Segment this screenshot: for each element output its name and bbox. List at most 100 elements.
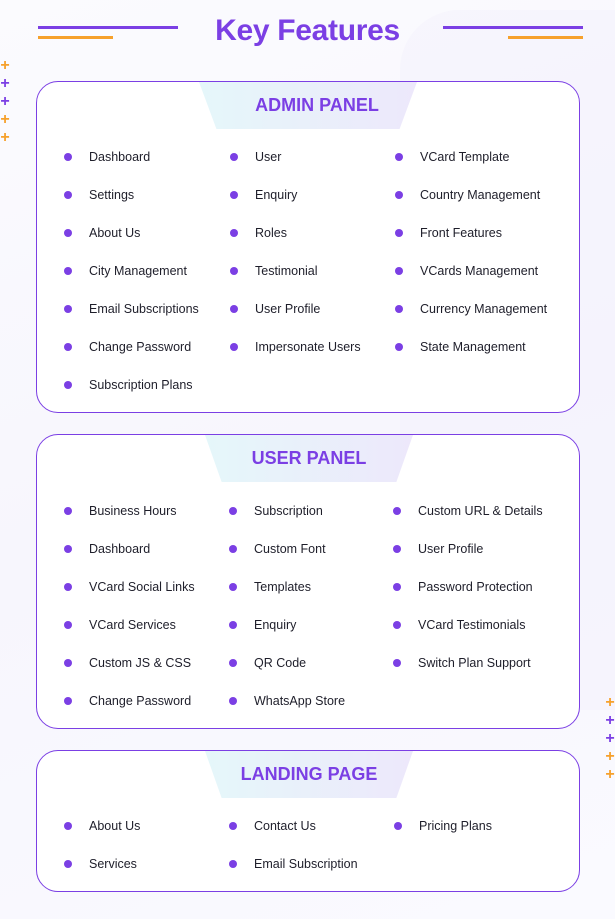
plus-icon: + (605, 766, 615, 783)
plus-icon: + (605, 730, 615, 747)
list-item: Country Management (395, 185, 540, 205)
list-item: Email Subscription (229, 854, 358, 874)
list-item: Dashboard (64, 147, 150, 167)
user-panel-card: USER PANEL Business Hours Dashboard VCar… (36, 434, 580, 729)
list-item: User Profile (393, 539, 483, 559)
bullet-icon (229, 697, 237, 705)
panel-tab-shape (205, 751, 413, 798)
list-item: QR Code (229, 653, 306, 673)
list-item: Front Features (395, 223, 502, 243)
bullet-icon (230, 229, 238, 237)
bullet-icon (394, 822, 402, 830)
bullet-icon (64, 507, 72, 515)
list-item: User Profile (230, 299, 320, 319)
plus-icon: + (605, 694, 615, 711)
bullet-icon (64, 305, 72, 313)
bullet-icon (64, 267, 72, 275)
bullet-icon (230, 153, 238, 161)
bullet-icon (64, 545, 72, 553)
list-item: Custom Font (229, 539, 326, 559)
list-item: Subscription (229, 501, 323, 521)
bullet-icon (64, 583, 72, 591)
bullet-icon (229, 621, 237, 629)
bullet-icon (64, 621, 72, 629)
list-item: Custom URL & Details (393, 501, 543, 521)
bullet-icon (395, 305, 403, 313)
bullet-icon (64, 153, 72, 161)
list-item: City Management (64, 261, 187, 281)
bullet-icon (230, 191, 238, 199)
list-item: Currency Management (395, 299, 547, 319)
list-item: VCards Management (395, 261, 538, 281)
list-item: Contact Us (229, 816, 316, 836)
list-item: Enquiry (229, 615, 296, 635)
plus-icon: + (0, 129, 10, 146)
list-item: Email Subscriptions (64, 299, 199, 319)
list-item: Subscription Plans (64, 375, 193, 395)
bullet-icon (229, 545, 237, 553)
list-item: Pricing Plans (394, 816, 492, 836)
bullet-icon (229, 583, 237, 591)
panel-tab-shape (199, 82, 417, 129)
list-item: About Us (64, 223, 140, 243)
bullet-icon (64, 191, 72, 199)
bullet-icon (230, 305, 238, 313)
list-item: VCard Services (64, 615, 176, 635)
bullet-icon (393, 621, 401, 629)
list-item: Business Hours (64, 501, 177, 521)
list-item: Templates (229, 577, 311, 597)
list-item: Testimonial (230, 261, 318, 281)
decor-line-right-orange (508, 36, 583, 39)
list-item: Settings (64, 185, 134, 205)
plus-icon: + (0, 75, 10, 92)
bullet-icon (230, 267, 238, 275)
bullet-icon (395, 191, 403, 199)
bullet-icon (229, 860, 237, 868)
plus-icon: + (0, 57, 10, 74)
list-item: Roles (230, 223, 287, 243)
bullet-icon (393, 659, 401, 667)
list-item: Custom JS & CSS (64, 653, 191, 673)
decor-line-right-purple (443, 26, 583, 29)
list-item: WhatsApp Store (229, 691, 345, 711)
bullet-icon (393, 583, 401, 591)
list-item: State Management (395, 337, 526, 357)
bullet-icon (64, 343, 72, 351)
list-item: Change Password (64, 337, 191, 357)
bullet-icon (64, 659, 72, 667)
bullet-icon (395, 153, 403, 161)
bullet-icon (230, 343, 238, 351)
panel-title: ADMIN PANEL (255, 95, 379, 115)
admin-panel-card: ADMIN PANEL Dashboard Settings About Us … (36, 81, 580, 413)
list-item: VCard Template (395, 147, 509, 167)
list-item: Password Protection (393, 577, 533, 597)
header: Key Features (0, 0, 615, 70)
list-item: Change Password (64, 691, 191, 711)
bullet-icon (64, 381, 72, 389)
panel-title: USER PANEL (251, 448, 367, 468)
page-title: Key Features (215, 14, 400, 47)
bullet-icon (229, 659, 237, 667)
bullet-icon (393, 507, 401, 515)
bullet-icon (393, 545, 401, 553)
plus-icon: + (0, 93, 10, 110)
list-item: Switch Plan Support (393, 653, 531, 673)
panel-tab-shape (205, 435, 413, 482)
list-item: User (230, 147, 281, 167)
bullet-icon (229, 822, 237, 830)
list-item: VCard Social Links (64, 577, 195, 597)
bullet-icon (64, 822, 72, 830)
list-item: Dashboard (64, 539, 150, 559)
decor-line-left-orange (38, 36, 113, 39)
panel-title: LANDING PAGE (240, 764, 378, 784)
decor-line-left-purple (38, 26, 178, 29)
list-item: Enquiry (230, 185, 297, 205)
bullet-icon (64, 860, 72, 868)
bullet-icon (395, 267, 403, 275)
plus-icon: + (605, 712, 615, 729)
landing-page-card: LANDING PAGE About Us Services Contact U… (36, 750, 580, 892)
list-item: VCard Testimonials (393, 615, 525, 635)
list-item: Services (64, 854, 137, 874)
list-item: About Us (64, 816, 140, 836)
bullet-icon (395, 343, 403, 351)
